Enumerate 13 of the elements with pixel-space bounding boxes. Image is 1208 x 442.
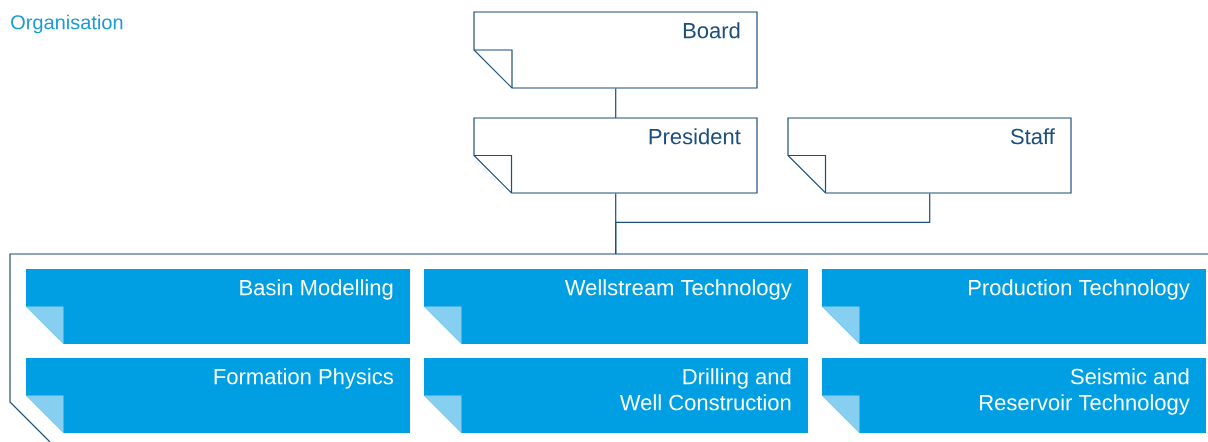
department-box: Seismic and Reservoir Technology xyxy=(822,358,1206,433)
note-box: Staff xyxy=(787,117,1072,194)
department-box: Drilling and Well Construction xyxy=(424,358,808,433)
note-box: Board xyxy=(473,11,758,89)
department-box: Production Technology xyxy=(822,269,1206,344)
department-frame xyxy=(9,253,1208,442)
department-box: Wellstream Technology xyxy=(424,269,808,344)
department-box: Formation Physics xyxy=(26,358,410,433)
connector-line xyxy=(615,192,931,255)
note-box: President xyxy=(473,117,758,194)
title: Organisation xyxy=(11,14,123,34)
department-box: Basin Modelling xyxy=(26,269,410,344)
connector-line xyxy=(615,87,617,119)
